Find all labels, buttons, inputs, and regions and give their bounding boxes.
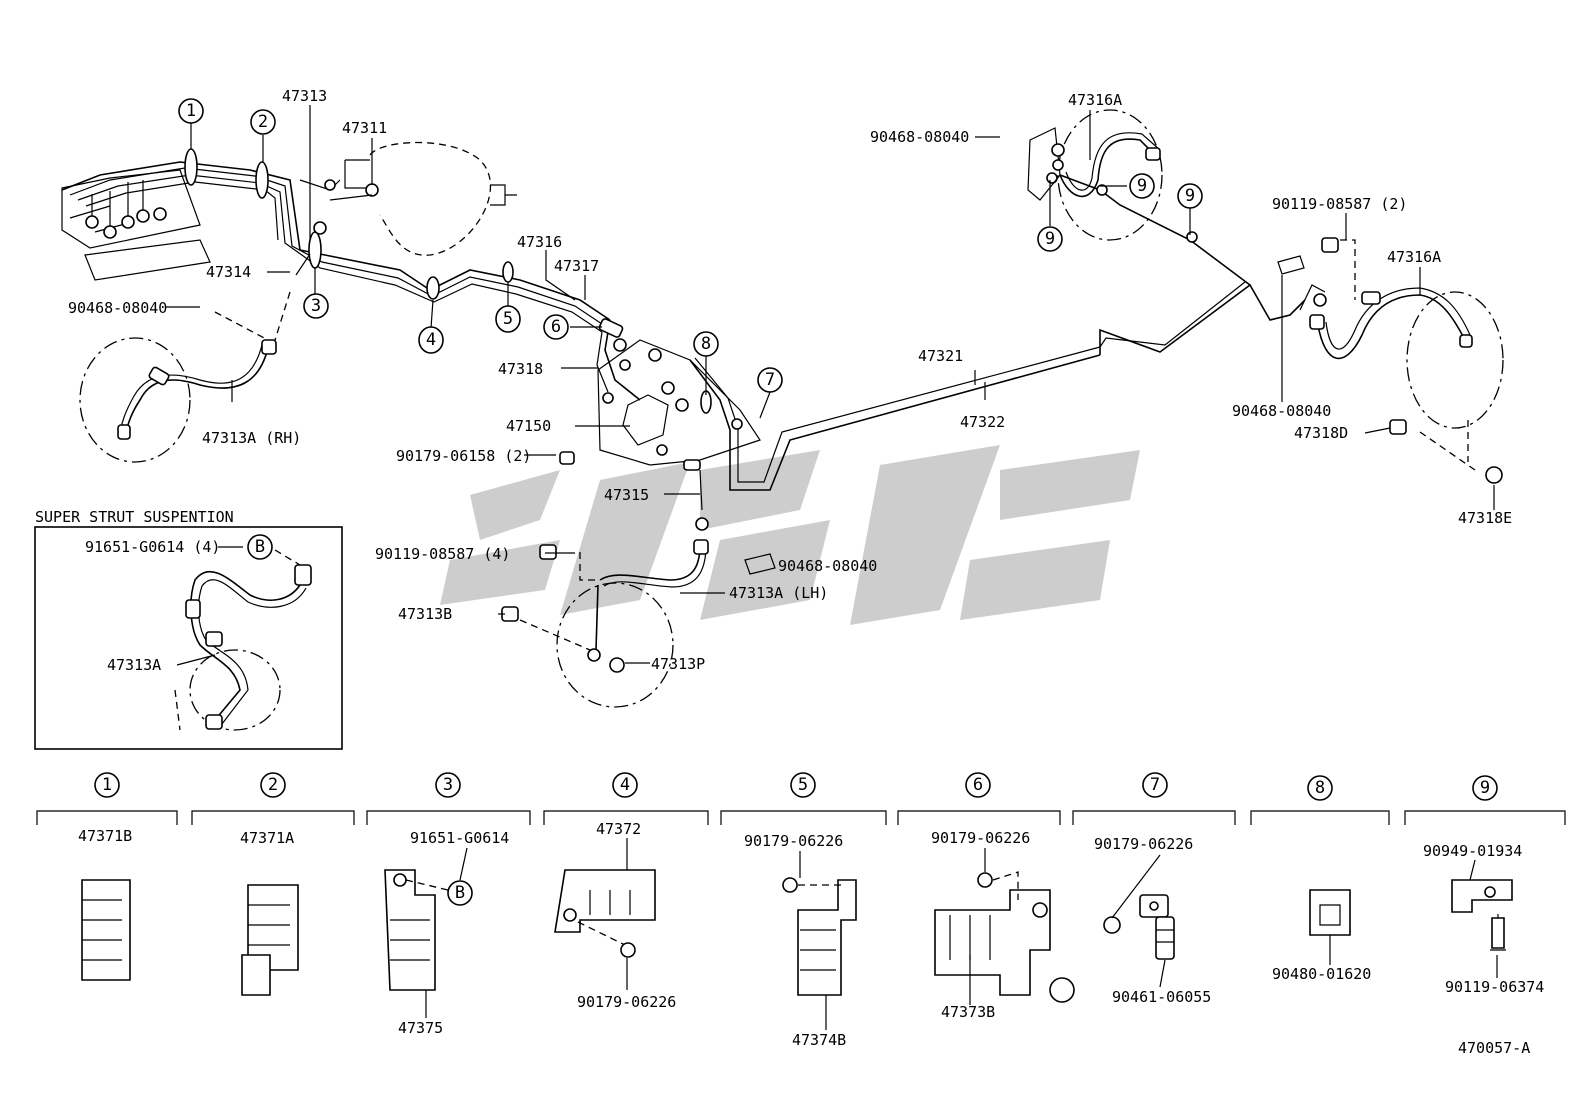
label-90179-06158: 90179-06158 (2) [396, 447, 531, 465]
label-90468-08040-lh: 90468-08040 [778, 557, 877, 575]
table-1-top: 47371B [78, 827, 132, 845]
label-47318D: 47318D [1294, 424, 1348, 442]
table-num-1: 1 [102, 775, 112, 795]
table-8-bottom: 90480-01620 [1272, 965, 1371, 983]
label-47311: 47311 [342, 119, 387, 137]
clip-47373B-drawing [934, 871, 1075, 1003]
table-num-3: 3 [443, 775, 453, 795]
label-90119-08587-4: 90119-08587 (4) [375, 545, 510, 563]
proportioning-valve-area [596, 318, 1101, 531]
callout-b-table: B [455, 883, 465, 903]
clip-47375-drawing [384, 869, 449, 991]
rear-left-hose [1027, 109, 1163, 241]
clip-47371B-drawing [81, 879, 131, 981]
clip-90949-01934-drawing [1451, 879, 1513, 951]
table-num-9: 9 [1480, 778, 1490, 798]
callout-3: 3 [311, 296, 321, 316]
diagram-id: 470057-A [1458, 1039, 1530, 1057]
table-num-5: 5 [798, 775, 808, 795]
table-num-4: 4 [620, 775, 630, 795]
callout-1: 1 [186, 101, 196, 121]
table-7-bottom: 90461-06055 [1112, 988, 1211, 1006]
table-3-bottom: 47375 [398, 1019, 443, 1037]
callout-9-c: 9 [1185, 186, 1195, 206]
label-47318: 47318 [498, 360, 543, 378]
callout-numbers: 1 2 3 4 5 6 7 8 9 9 9 B B [186, 101, 1195, 903]
part-labels: 47313 47311 47314 90468-08040 47313A (RH… [35, 87, 1530, 1057]
table-3-top: 91651-G0614 [410, 829, 509, 847]
label-47313A-lh: 47313A (LH) [729, 584, 828, 602]
table-6-top: 90179-06226 [931, 829, 1030, 847]
parts-table-labels: 1 2 3 4 5 6 7 8 9 47371B 47371A 91651-G0… [78, 775, 1544, 1049]
label-47316: 47316 [517, 233, 562, 251]
clip-47374B-drawing [782, 877, 857, 996]
callout-circles [94, 98, 1498, 906]
table-2-top: 47371A [240, 829, 294, 847]
callout-7: 7 [765, 370, 775, 390]
label-90468-08040-rear-right: 90468-08040 [1232, 402, 1331, 420]
label-91651-G0614-4: 91651-G0614 (4) [85, 538, 220, 556]
label-47313: 47313 [282, 87, 327, 105]
clip-90461-06055-drawing [1103, 894, 1175, 960]
front-right-hose [79, 291, 291, 463]
table-4-top: 47372 [596, 820, 641, 838]
master-cylinder-assembly [61, 141, 517, 281]
callout-4: 4 [426, 330, 436, 350]
label-90119-08587-2: 90119-08587 (2) [1272, 195, 1407, 213]
callout-2: 2 [258, 112, 268, 132]
rear-right-hose [1277, 237, 1504, 484]
rear-brake-lines [1046, 172, 1306, 355]
callout-b-inset: B [255, 537, 265, 557]
label-47318E: 47318E [1458, 509, 1512, 527]
callout-8: 8 [701, 334, 711, 354]
clip-47372-drawing [554, 869, 656, 958]
callout-6: 6 [551, 317, 561, 337]
callout-5: 5 [503, 309, 513, 329]
table-6-bottom: 47373B [941, 1003, 995, 1021]
label-47313A-rh: 47313A (RH) [202, 429, 301, 447]
callout-9-b: 9 [1137, 176, 1147, 196]
front-left-hose [501, 451, 776, 708]
leader-lines [165, 105, 1498, 1030]
label-47317: 47317 [554, 257, 599, 275]
label-47313A-inset: 47313A [107, 656, 161, 674]
clip-90480-01620-drawing [1309, 889, 1351, 936]
label-47316A-right: 47316A [1387, 248, 1441, 266]
table-9-top: 90949-01934 [1423, 842, 1522, 860]
table-5-top: 90179-06226 [744, 832, 843, 850]
brake-line-bundle [61, 148, 611, 333]
label-90468-08040-front: 90468-08040 [68, 299, 167, 317]
label-47314: 47314 [206, 263, 251, 281]
label-90468-08040-rear-left: 90468-08040 [870, 128, 969, 146]
inset-super-strut [34, 526, 343, 750]
table-num-6: 6 [973, 775, 983, 795]
label-47313B: 47313B [398, 605, 452, 623]
table-4-bottom: 90179-06226 [577, 993, 676, 1011]
table-num-7: 7 [1150, 775, 1160, 795]
label-47321: 47321 [918, 347, 963, 365]
label-47316A-top: 47316A [1068, 91, 1122, 109]
label-47150: 47150 [506, 417, 551, 435]
section-title: SUPER STRUT SUSPENTION [35, 508, 234, 526]
clip-47371A-drawing [241, 884, 299, 996]
table-num-2: 2 [268, 775, 278, 795]
callout-9-a: 9 [1045, 229, 1055, 249]
label-47322: 47322 [960, 413, 1005, 431]
table-9-bottom: 90119-06374 [1445, 978, 1544, 996]
table-num-8: 8 [1315, 778, 1325, 798]
label-47315: 47315 [604, 486, 649, 504]
table-5-bottom: 47374B [792, 1031, 846, 1049]
parts-table [36, 810, 1566, 1003]
label-47313P: 47313P [651, 655, 705, 673]
table-7-top: 90179-06226 [1094, 835, 1193, 853]
